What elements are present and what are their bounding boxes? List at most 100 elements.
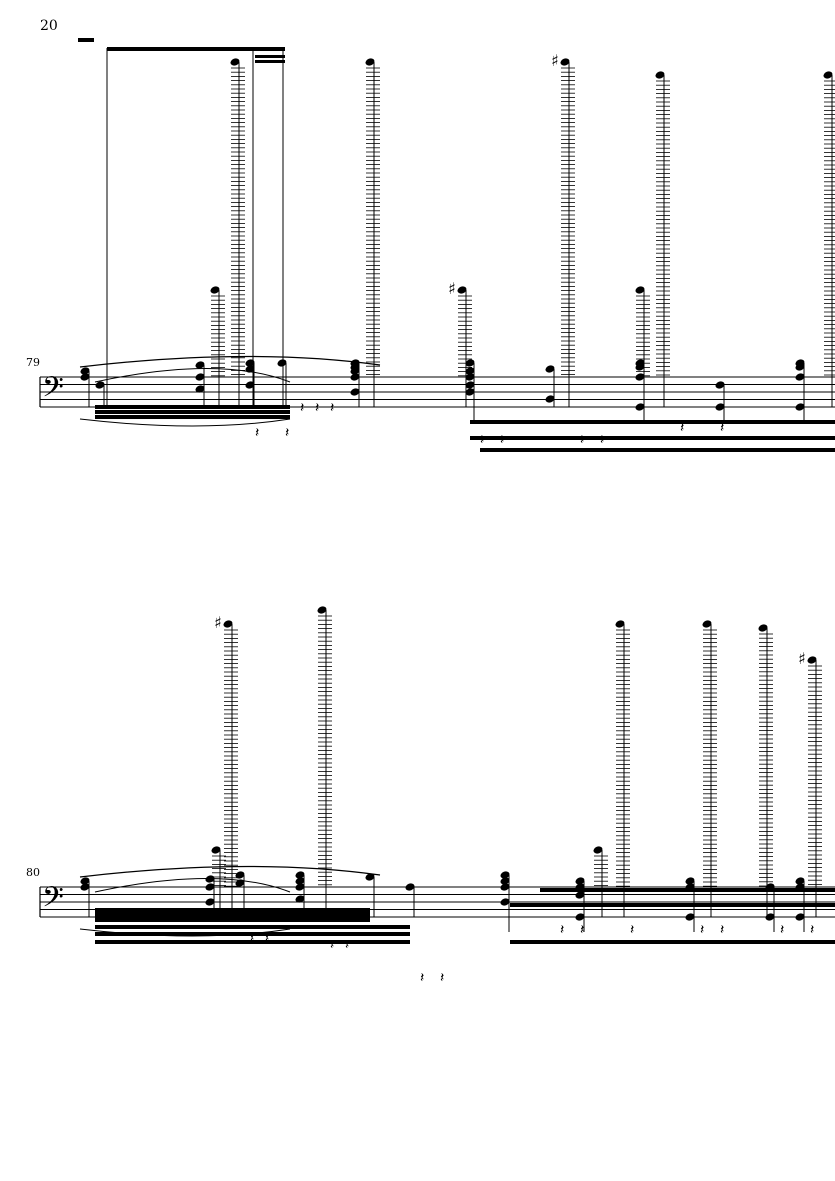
notehead (500, 883, 510, 891)
notehead (295, 895, 305, 903)
quarter-rest-icon: 𝄽 (330, 937, 334, 953)
quarter-rest-icon: 𝄽 (265, 930, 269, 946)
beam (95, 940, 410, 944)
beam (470, 436, 835, 440)
slur (94, 878, 291, 893)
notehead (545, 365, 555, 373)
quarter-rest-icon: 𝄽 (255, 425, 259, 441)
notehead (655, 71, 665, 79)
notehead (795, 373, 805, 381)
slur (79, 418, 291, 427)
slur (79, 928, 291, 937)
notehead (230, 58, 240, 66)
bass-clef-icon: 𝄢 (42, 371, 64, 411)
quarter-rest-icon: 𝄽 (480, 432, 484, 448)
notehead (575, 891, 585, 899)
notehead (575, 913, 585, 921)
notehead (195, 373, 205, 381)
notehead (95, 381, 105, 389)
notehead (500, 877, 510, 885)
notehead (702, 620, 712, 628)
notehead (457, 286, 467, 294)
notehead (545, 395, 555, 403)
beam (510, 940, 835, 944)
notehead (758, 624, 768, 632)
notehead (365, 58, 375, 66)
sharp-icon: ♯ (214, 613, 222, 632)
notehead (635, 373, 645, 381)
notehead (500, 871, 510, 879)
quarter-rest-icon: 𝄽 (680, 420, 684, 436)
notehead (465, 359, 475, 367)
notehead (210, 286, 220, 294)
notehead (465, 381, 475, 389)
notehead (765, 913, 775, 921)
quarter-rest-icon: 𝄽 (630, 922, 634, 938)
quarter-rest-icon: 𝄽 (600, 432, 604, 448)
quarter-rest-icon: 𝄽 (720, 420, 724, 436)
notehead (205, 898, 215, 906)
notehead (211, 846, 221, 854)
quarter-rest-icon: 𝄽 (420, 970, 424, 986)
notehead (465, 388, 475, 396)
quarter-rest-icon: 𝄽 (300, 400, 304, 416)
notehead (823, 71, 833, 79)
notehead (795, 403, 805, 411)
notehead (715, 381, 725, 389)
quarter-rest-icon: 𝄽 (285, 425, 289, 441)
notehead (635, 363, 645, 371)
notehead (317, 606, 327, 614)
notehead (245, 381, 255, 389)
notehead (685, 877, 695, 885)
beam (510, 903, 835, 907)
notehead (295, 883, 305, 891)
quarter-rest-icon: 𝄽 (700, 922, 704, 938)
notehead (350, 388, 360, 396)
notehead (223, 620, 233, 628)
notehead (205, 883, 215, 891)
notehead (235, 871, 245, 879)
notehead (685, 913, 695, 921)
quarter-rest-icon: 𝄽 (580, 432, 584, 448)
slur (79, 865, 381, 878)
notehead (350, 373, 360, 381)
notehead (795, 363, 805, 371)
notehead (685, 883, 695, 891)
quarter-rest-icon: 𝄽 (720, 922, 724, 938)
sharp-icon: ♯ (551, 51, 559, 70)
beam (95, 415, 290, 419)
notehead (635, 403, 645, 411)
notehead (593, 846, 603, 854)
notehead (465, 367, 475, 375)
bass-clef-icon: 𝄢 (42, 881, 64, 921)
quarter-rest-icon: 𝄽 (560, 922, 564, 938)
notehead (615, 620, 625, 628)
notehead (245, 365, 255, 373)
notehead (575, 883, 585, 891)
notehead (80, 883, 90, 891)
quarter-rest-icon: 𝄽 (440, 970, 444, 986)
page-number: 20 (40, 18, 58, 34)
notehead (80, 367, 90, 375)
quarter-rest-icon: 𝄽 (780, 922, 784, 938)
notehead (560, 58, 570, 66)
quarter-rest-icon: 𝄽 (330, 400, 334, 416)
beam (107, 47, 285, 51)
notehead (195, 361, 205, 369)
notehead (795, 913, 805, 921)
beam (255, 60, 285, 63)
beam (470, 420, 835, 424)
notehead (795, 883, 805, 891)
measure-number-80: 80 (26, 866, 40, 879)
quarter-rest-icon: 𝄽 (810, 922, 814, 938)
notehead (245, 359, 255, 367)
notehead (465, 373, 475, 381)
notehead (635, 286, 645, 294)
quarter-rest-icon: 𝄽 (500, 432, 504, 448)
notehead (80, 373, 90, 381)
beam (95, 925, 410, 929)
notehead (765, 883, 775, 891)
notehead (350, 367, 360, 375)
